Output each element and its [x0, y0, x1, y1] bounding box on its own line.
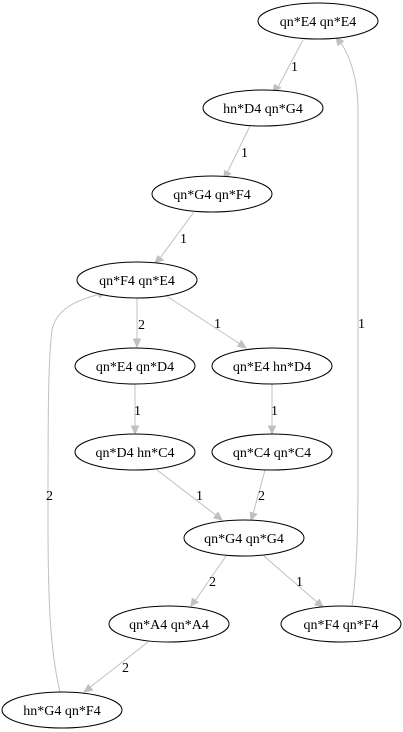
node-label: qn*A4 qn*A4	[129, 618, 209, 633]
edge-label: 1	[296, 575, 303, 590]
arrowhead	[132, 338, 142, 349]
node-shape	[183, 519, 305, 557]
node-shape	[257, 2, 379, 40]
edge-label: 1	[134, 404, 141, 419]
edge-label: 2	[46, 489, 53, 504]
arrowhead	[130, 425, 140, 436]
node-qn-e4-qn-d4: qn*E4 qn*D4	[74, 347, 196, 385]
node-shape	[211, 347, 333, 385]
node-qn-d4-hn-c4: qn*D4 hn*C4	[74, 433, 196, 471]
edge-label: 1	[196, 489, 203, 504]
edge-qn-f4-qn-f4-to-qn-e4-qn-e4: 1	[335, 36, 365, 607]
node-qn-e4-hn-d4: qn*E4 hn*D4	[211, 347, 333, 385]
edge-label: 2	[258, 489, 265, 504]
arrowhead	[249, 511, 258, 522]
node-shape	[151, 175, 273, 213]
edge-qn-g4-qn-g4-to-qn-a4: 2	[190, 555, 227, 607]
edge-line	[277, 39, 304, 88]
edge-hn-g4-to-qn-f4-qn-e4: 2	[46, 289, 109, 693]
node-label: qn*E4 qn*E4	[280, 15, 357, 30]
node-label: qn*E4 hn*D4	[233, 360, 311, 375]
node-qn-c4-qn-c4: qn*C4 qn*C4	[211, 433, 333, 471]
edge-qn-g4-to-qn-f4: 1	[154, 211, 195, 264]
node-shape	[74, 347, 196, 385]
node-hn-g4-qn-f4: hn*G4 qn*F4	[1, 691, 123, 729]
edge-qn-e4-hn-d4-to-qn-c4: 1	[267, 384, 278, 436]
node-label: qn*G4 qn*F4	[173, 188, 250, 203]
arrowhead	[82, 683, 94, 693]
node-qn-f4-qn-f4: qn*F4 qn*F4	[280, 605, 402, 643]
arrowhead	[236, 339, 248, 349]
arrowhead	[313, 598, 324, 608]
node-shape	[74, 433, 196, 471]
edge-line	[339, 41, 359, 607]
arrowhead	[190, 597, 200, 607]
edge-qn-e4-to-hn-d4: 1	[272, 39, 304, 93]
arrowhead	[154, 255, 165, 264]
edge-hn-d4-to-qn-g4: 1	[223, 125, 251, 179]
edge-line	[226, 125, 251, 174]
node-shape	[108, 605, 230, 643]
edge-qn-g4-qn-g4-to-qn-f4-qn-f4: 1	[263, 555, 324, 608]
node-qn-g4-qn-f4: qn*G4 qn*F4	[151, 175, 273, 213]
edge-line	[47, 293, 102, 693]
edge-label: 1	[241, 146, 248, 161]
edge-label: 2	[122, 661, 129, 676]
node-shape	[280, 605, 402, 643]
node-qn-f4-qn-e4: qn*F4 qn*E4	[76, 261, 198, 299]
node-label: qn*F4 qn*E4	[99, 274, 175, 289]
node-label: hn*D4 qn*G4	[223, 102, 303, 117]
node-shape	[1, 691, 123, 729]
arrowhead	[212, 511, 223, 521]
edge-line	[156, 469, 218, 517]
edge-label: 1	[358, 317, 365, 332]
node-label: qn*E4 qn*D4	[96, 360, 174, 375]
edge-line	[194, 555, 227, 602]
edge-qn-f4-to-qn-e4-hn-d4: 1	[164, 294, 248, 349]
edge-label: 1	[271, 404, 278, 419]
node-qn-g4-qn-g4: qn*G4 qn*G4	[183, 519, 305, 557]
edge-line	[252, 469, 266, 515]
node-label: qn*G4 qn*G4	[204, 532, 284, 547]
edge-line	[159, 211, 195, 259]
node-label: qn*F4 qn*F4	[303, 618, 378, 633]
edge-line	[263, 555, 319, 604]
node-label: hn*G4 qn*F4	[23, 704, 100, 719]
node-shape	[211, 433, 333, 471]
edge-qn-c4-to-qn-g4-qn-g4: 2	[249, 469, 266, 522]
node-label: qn*C4 qn*C4	[233, 446, 311, 461]
node-shape	[202, 89, 324, 127]
node-qn-e4-qn-e4: qn*E4 qn*E4	[257, 2, 379, 40]
edge-qn-a4-to-hn-g4: 2	[82, 641, 149, 693]
edge-label: 1	[180, 232, 187, 247]
edge-label: 2	[209, 575, 216, 590]
node-shape	[76, 261, 198, 299]
edge-label: 1	[291, 60, 298, 75]
node-label: qn*D4 hn*C4	[96, 446, 175, 461]
edge-label: 2	[138, 318, 145, 333]
edge-qn-d4-hn-c4-to-qn-g4-qn-g4: 1	[156, 469, 223, 521]
arrowhead	[335, 36, 345, 47]
node-hn-d4-qn-g4: hn*D4 qn*G4	[202, 89, 324, 127]
arrowhead	[267, 425, 277, 436]
edge-label: 1	[214, 317, 221, 332]
edge-qn-f4-to-qn-e4-qn-d4: 2	[132, 298, 145, 349]
node-qn-a4-qn-a4: qn*A4 qn*A4	[108, 605, 230, 643]
edge-line	[88, 641, 149, 689]
edge-qn-e4-qn-d4-to-qn-d4-hn-c4: 1	[130, 384, 141, 436]
edge-line	[164, 294, 241, 345]
